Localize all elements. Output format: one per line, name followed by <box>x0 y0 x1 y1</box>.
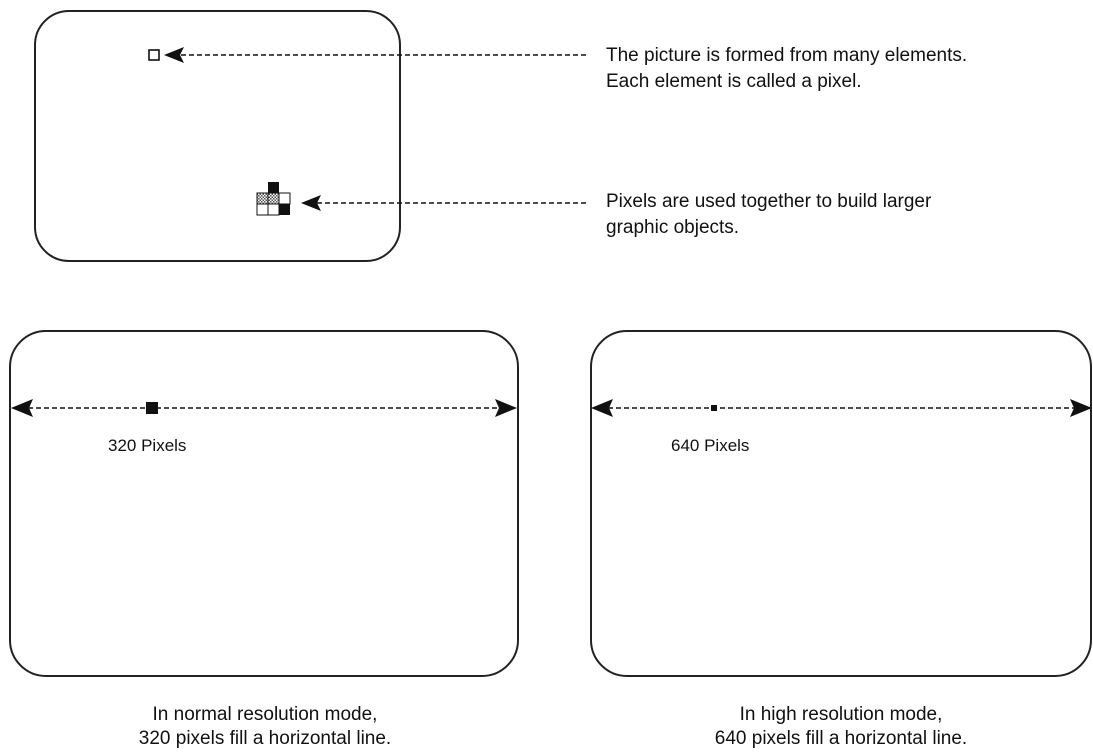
normal-res-width-label: 320 Pixels <box>108 436 187 455</box>
objects-note-line2: graphic objects. <box>606 217 740 238</box>
normal-res-left-arrowhead <box>11 399 33 417</box>
high-res-left-arrowhead <box>591 399 613 417</box>
normal-res-caption-line2: 320 pixels fill a horizontal line. <box>138 728 392 749</box>
normal-res-right-arrowhead <box>495 399 517 417</box>
top-screen-outline <box>34 10 401 262</box>
high-res-caption-line1: In high resolution mode, <box>739 704 943 725</box>
pixel-note-line1: The picture is formed from many elements… <box>606 45 968 66</box>
objects-note-line1: Pixels are used together to build larger <box>606 191 932 212</box>
high-res-caption: In high resolution mode, 640 pixels fill… <box>676 703 1006 751</box>
pixel-block-object <box>256 182 291 216</box>
normal-res-pixel <box>146 402 158 414</box>
high-res-caption-line2: 640 pixels fill a horizontal line. <box>714 728 968 749</box>
normal-res-caption: In normal resolution mode, 320 pixels fi… <box>100 703 430 751</box>
normal-res-screen-outline <box>9 330 519 677</box>
high-res-screen-outline <box>590 330 1092 677</box>
pixel-pointer-arrowhead <box>164 47 184 63</box>
high-res-width-label: 640 Pixels <box>671 436 750 455</box>
object-pointer-arrowhead <box>301 195 321 211</box>
high-res-right-arrowhead <box>1070 399 1092 417</box>
high-res-pixel <box>711 405 717 411</box>
pixel-note-line2: Each element is called a pixel. <box>606 71 862 92</box>
normal-res-caption-line1: In normal resolution mode, <box>152 704 378 725</box>
single-pixel <box>148 49 160 61</box>
